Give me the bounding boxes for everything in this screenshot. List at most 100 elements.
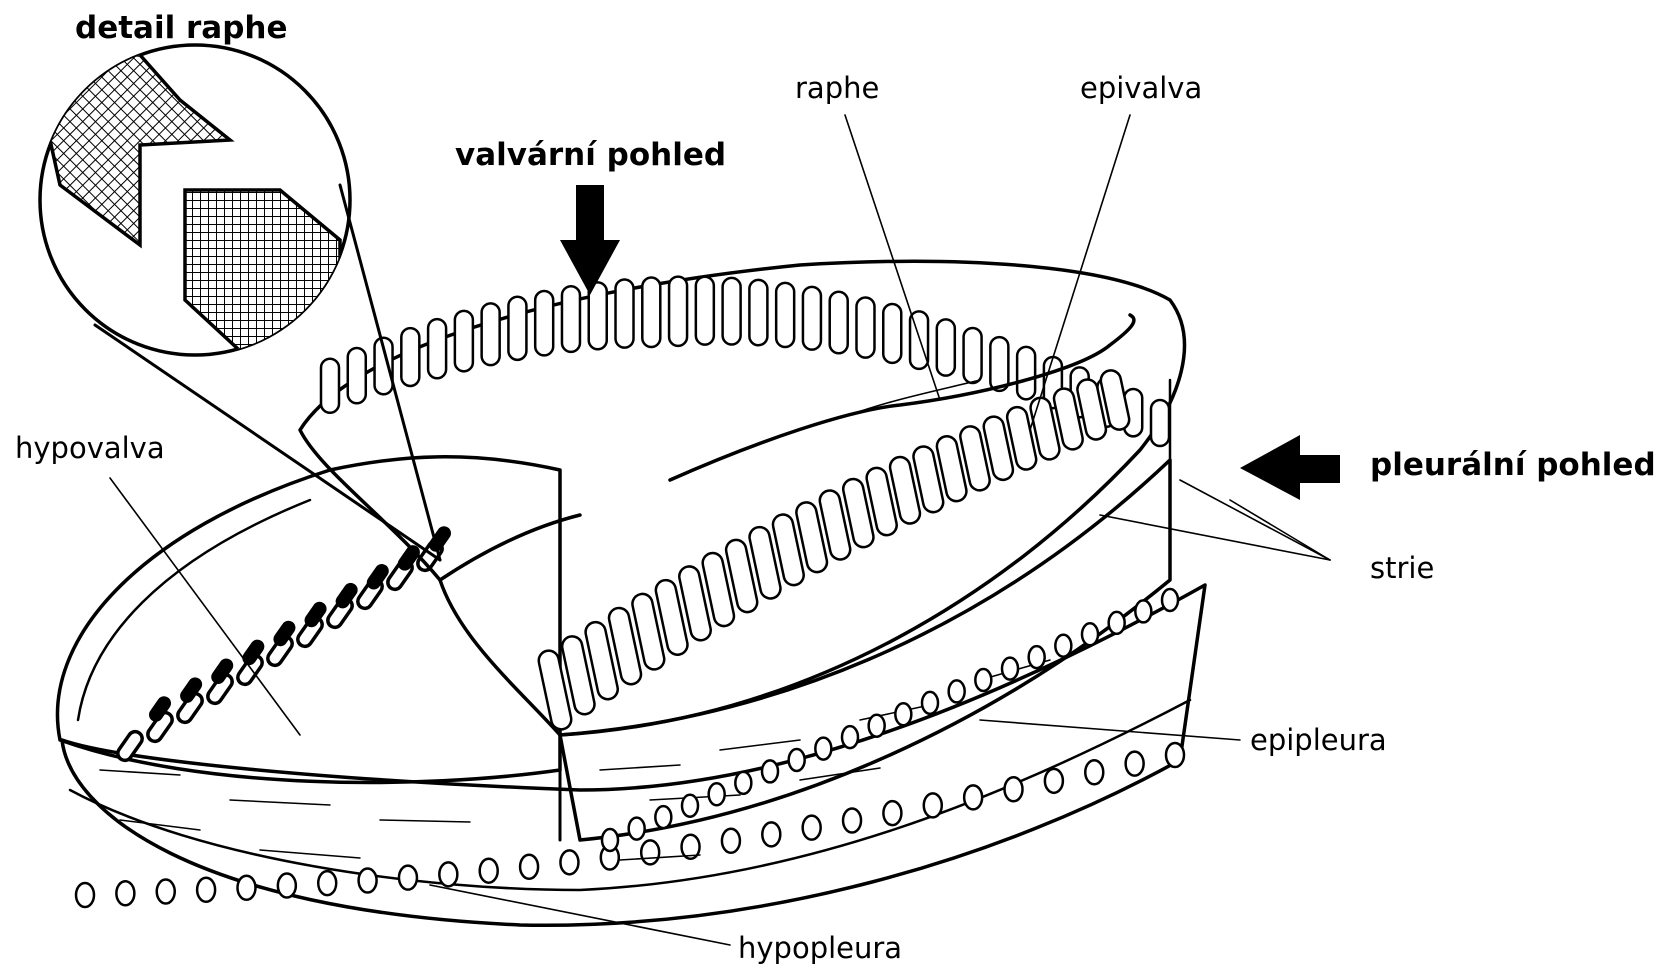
texture-stroke <box>100 770 180 775</box>
epivalva-stria <box>428 319 446 378</box>
epipleura-pore <box>1002 658 1018 680</box>
epipleura-pore <box>975 669 991 691</box>
epivalva-label: epivalva <box>1080 71 1202 105</box>
epivalva-stria <box>401 328 419 386</box>
texture-stroke <box>230 800 330 805</box>
epivalva-stria <box>749 280 767 345</box>
pleura-pore <box>278 874 296 898</box>
raphe-label: raphe <box>795 71 879 105</box>
pleura-pore <box>1166 743 1184 767</box>
epipleura-pore <box>709 783 725 805</box>
pleura-pore <box>924 793 942 817</box>
texture-stroke <box>800 768 880 780</box>
epivalva-stria <box>482 303 500 365</box>
texture-stroke <box>380 820 470 822</box>
epivalva-stria <box>830 292 848 353</box>
epipleura-pore <box>1082 623 1098 645</box>
epivalva-stria <box>616 279 634 347</box>
pleura-pore <box>76 883 94 907</box>
texture-stroke <box>260 850 360 858</box>
detail-raphe-label: detail raphe <box>75 10 288 46</box>
valvar-view-label: valvární pohled <box>455 137 726 173</box>
hypovalva-pore <box>303 600 328 628</box>
epivalva-stria <box>321 359 339 413</box>
pleural-view-arrow <box>1240 435 1340 500</box>
epipleura-pore <box>815 738 831 760</box>
pleura-pore <box>1085 760 1103 784</box>
hypovalva-label: hypovalva <box>15 431 165 465</box>
valvar-view-arrow <box>560 185 620 295</box>
pleura-pore <box>359 869 377 893</box>
detail-raphe-inset <box>40 45 440 560</box>
epipleura-pore <box>735 772 751 794</box>
pleura-pore <box>520 855 538 879</box>
epipleura-label: epipleura <box>1250 723 1387 757</box>
epivalva-stria <box>562 286 580 352</box>
epivalva-stria <box>964 328 982 383</box>
epipleura-pore <box>842 726 858 748</box>
pleura-pore <box>803 816 821 840</box>
epivalva-stria <box>856 297 874 357</box>
epipleura-pore <box>922 692 938 714</box>
pleura-pore <box>762 822 780 846</box>
pleura-pore <box>1126 752 1144 776</box>
texture-stroke <box>600 765 680 770</box>
pleura-pore <box>318 871 336 895</box>
epivalva-stria <box>455 311 473 371</box>
pleura-pore <box>1005 777 1023 801</box>
epivalva-stria <box>642 278 660 347</box>
pleura-pore <box>157 880 175 904</box>
epivalva-stria <box>776 283 794 347</box>
pleura-pore <box>964 785 982 809</box>
pleural-view-label: pleurální pohled <box>1370 447 1656 483</box>
epipleura-pore <box>762 760 778 782</box>
epipleura-pore <box>869 715 885 737</box>
epivalva-stria <box>1151 400 1169 446</box>
pleura-pore <box>116 881 134 905</box>
pleura-pore <box>843 809 861 833</box>
epivalva-stria <box>990 337 1008 391</box>
epivalva-stria <box>696 277 714 345</box>
epivalva-stria <box>723 278 741 345</box>
epivalva-stria <box>937 319 955 375</box>
epipleura-pore <box>949 680 965 702</box>
epipleura-pore <box>602 829 618 851</box>
epipleura-pore <box>789 749 805 771</box>
pleura-pore <box>883 801 901 825</box>
epipleura-pore <box>1135 600 1151 622</box>
epivalva-stria <box>535 291 553 355</box>
epipleura-pore <box>895 703 911 725</box>
pleura-pore <box>722 829 740 853</box>
pleura-pore <box>560 850 578 874</box>
hypovalva-striae <box>115 525 452 763</box>
hypovalva-shape <box>57 457 560 783</box>
hypopleura-label: hypopleura <box>738 931 902 965</box>
texture-stroke <box>720 740 800 750</box>
pleura-pore <box>197 878 215 902</box>
pleura-pore <box>237 876 255 900</box>
epivalva-stria <box>508 297 526 360</box>
epipleura-pore <box>655 806 671 828</box>
epipleura-pore <box>1029 646 1045 668</box>
hypovalva-pore <box>365 563 390 591</box>
epivalva-stria <box>348 348 366 403</box>
pleura-pore <box>399 866 417 890</box>
epipleura-pore <box>682 795 698 817</box>
epipleura-pore <box>1162 589 1178 611</box>
epipleura-pore <box>629 818 645 840</box>
pleura-pore <box>1045 769 1063 793</box>
epivalva-stria <box>883 304 901 363</box>
hypovalva-pore <box>334 582 359 610</box>
epivalva-stria <box>1017 347 1035 399</box>
epivalva-stria <box>669 277 687 346</box>
epivalva-stria <box>803 287 821 350</box>
epipleura-pore <box>1109 612 1125 634</box>
pleura-pore <box>641 840 659 864</box>
epivalva-stria <box>589 282 607 349</box>
strie-label: strie <box>1370 551 1434 585</box>
pleura-pore <box>480 859 498 883</box>
epipleura-pore <box>1055 635 1071 657</box>
pleura-pore <box>439 862 457 886</box>
